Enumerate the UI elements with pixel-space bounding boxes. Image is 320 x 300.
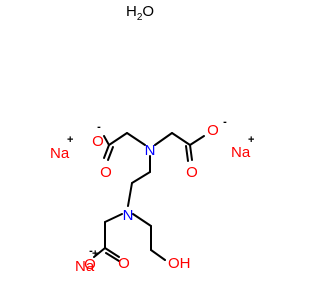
hydroxyl-group: OH	[168, 255, 191, 272]
sodium-ion-lower: Na	[75, 258, 95, 275]
water-o: O	[142, 3, 154, 20]
bond-ch2-cooc-right	[171, 132, 191, 146]
bond-c-ominus-right	[189, 135, 205, 146]
bond-c-ominus-left	[103, 135, 110, 146]
bond-arm-oh	[150, 249, 166, 261]
charge-plus-left: +	[67, 134, 73, 146]
bond-c-ominus-lower	[93, 247, 106, 258]
bond-bridge-mid	[131, 171, 151, 184]
oxygen-atom-right-carbonyl: O	[186, 164, 198, 181]
water-molecule: H2O	[126, 3, 154, 23]
bond-n2-ch2-lower	[104, 213, 123, 223]
water-subscript: 2	[137, 12, 143, 23]
bond-ch2-cooc-left	[108, 132, 128, 146]
oxygen-atom-right-anion: O	[207, 122, 219, 139]
oxygen-atom-left-carbonyl: O	[100, 164, 112, 181]
sodium-ion-left: Na	[50, 145, 70, 162]
bond-c-o-double-left-a	[103, 144, 110, 159]
water-h: H	[126, 3, 137, 20]
bond-n1-ch2-left	[126, 132, 146, 146]
bond-group	[93, 132, 205, 262]
bond-n2-ch2-arm	[132, 213, 152, 227]
oxygen-atom-lower-anion: O	[84, 256, 96, 273]
bond-c-o-double-left-b	[107, 146, 114, 161]
molecule-diagram: H2O N N O - O O - O O -	[50, 3, 254, 275]
bond-c-o-double-right-a	[189, 144, 193, 161]
bond-c-o-double-right-b	[185, 145, 189, 162]
bond-n1-ch2-right	[154, 132, 173, 146]
bond-c-o-double-lower-b	[105, 252, 120, 262]
charge-minus-left: -	[97, 121, 101, 133]
oxygen-atom-lower-carbonyl: O	[118, 255, 130, 272]
charge-minus-right: -	[223, 116, 227, 128]
sodium-ion-right: Na	[231, 144, 251, 161]
nitrogen-atom-lower: N	[123, 207, 134, 224]
charge-plus-lower: +	[92, 248, 98, 260]
bond-c-o-double-lower-a	[104, 247, 120, 258]
bond-bridge-n2	[127, 182, 133, 207]
nitrogen-atom-upper: N	[145, 142, 156, 159]
oxygen-atom-left-anion: O	[92, 133, 104, 150]
charge-plus-right: +	[248, 134, 254, 146]
charge-minus-lower: -	[89, 245, 93, 257]
